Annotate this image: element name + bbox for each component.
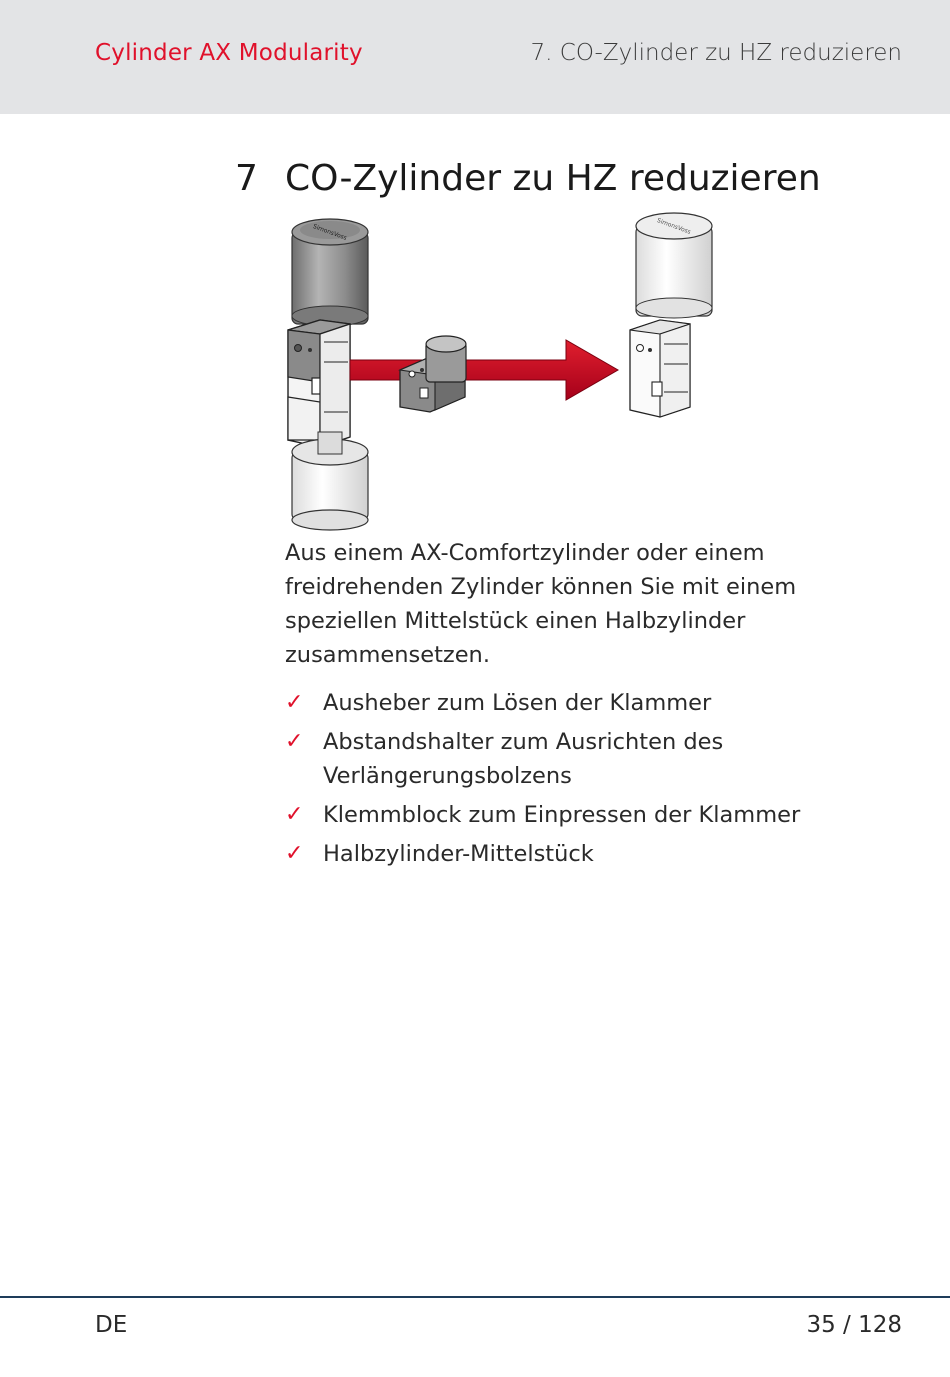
section-title: 7. CO-Zylinder zu HZ reduzieren bbox=[530, 40, 903, 66]
page-number: 35 / 128 bbox=[806, 1312, 902, 1338]
page-header: Cylinder AX Modularity 7. CO-Zylinder zu… bbox=[0, 0, 950, 114]
co-cylinder-left: SimonsVoss bbox=[287, 218, 369, 531]
chapter-title-text: CO-Zylinder zu HZ reduzieren bbox=[285, 158, 821, 199]
chapter-number: 7 bbox=[235, 158, 258, 199]
list-item: ✓ Halbzylinder-Mittelstück bbox=[285, 837, 845, 871]
hz-cylinder-right: SimonsVoss bbox=[629, 212, 713, 418]
check-icon: ✓ bbox=[285, 729, 304, 754]
list-item-text: Halbzylinder-Mittelstück bbox=[323, 841, 594, 867]
chapter-heading: 7 CO-Zylinder zu HZ reduzieren bbox=[235, 158, 821, 199]
cylinder-illustration: SimonsVoss SimonsVoss bbox=[287, 212, 713, 531]
check-icon: ✓ bbox=[285, 690, 304, 715]
check-icon: ✓ bbox=[285, 841, 304, 866]
list-item-text: Ausheber zum Lösen der Klammer bbox=[323, 690, 712, 716]
document-title: Cylinder AX Modularity bbox=[95, 40, 363, 66]
check-icon: ✓ bbox=[285, 802, 304, 827]
red-arrow bbox=[349, 339, 620, 401]
middle-piece bbox=[397, 335, 468, 413]
footer-divider bbox=[0, 1296, 950, 1298]
language-code: DE bbox=[95, 1312, 128, 1338]
list-item: ✓ Klemmblock zum Einpressen der Klammer bbox=[285, 798, 845, 832]
intro-paragraph: Aus einem AX-Comfortzylinder oder einem … bbox=[285, 540, 797, 668]
list-item-text: Klemmblock zum Einpressen der Klammer bbox=[323, 802, 801, 828]
checklist: ✓ Ausheber zum Lösen der Klammer ✓ Absta… bbox=[285, 686, 845, 876]
list-item: ✓ Abstandshalter zum Ausrichten des Verl… bbox=[285, 725, 845, 793]
list-item: ✓ Ausheber zum Lösen der Klammer bbox=[285, 686, 845, 720]
list-item-text: Abstandshalter zum Ausrichten des Verlän… bbox=[323, 729, 724, 789]
